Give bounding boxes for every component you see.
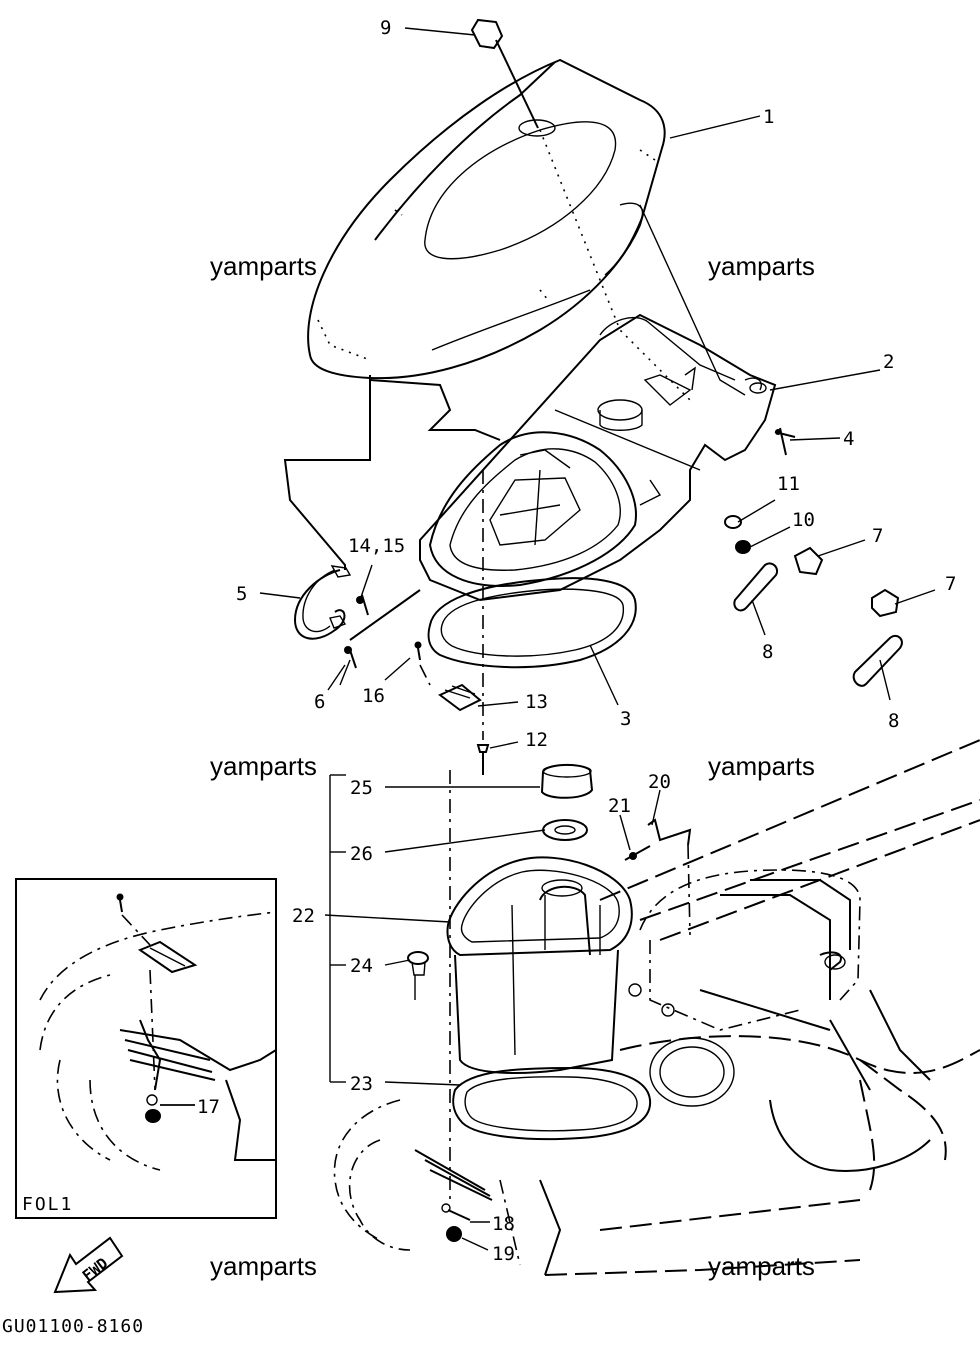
clip-part-13 (438, 683, 482, 712)
pad-part-8b (852, 634, 903, 687)
drawing-code: GU01100-8160 (2, 1316, 144, 1337)
watermark: yamparts (210, 1251, 317, 1281)
leader-lines (160, 27, 936, 1251)
callout-23: 23 (350, 1073, 373, 1095)
hull-outline (333, 739, 980, 1276)
callout-8: 8 (888, 710, 899, 732)
storage-box-part-22 (446, 856, 633, 1074)
inset-detail-box (15, 878, 277, 1219)
callout-7: 7 (945, 573, 956, 595)
screw-part-16 (414, 641, 431, 686)
washer-part-26 (542, 819, 588, 841)
bracket-part (293, 565, 352, 640)
callout-2: 2 (883, 351, 894, 373)
watermark: yamparts (210, 751, 317, 781)
nut-part-19 (446, 1226, 462, 1242)
screw-part-14-15 (356, 564, 373, 616)
pad-part-8 (733, 562, 778, 612)
cap-part-9 (470, 18, 539, 129)
callout-19: 19 (492, 1243, 515, 1265)
watermark: yamparts (210, 251, 317, 281)
cap-part-25 (540, 764, 594, 799)
callout-1: 1 (763, 106, 774, 128)
air-duct-part (428, 431, 637, 587)
bracket-part-20-21 (624, 818, 692, 936)
grommet-part-4 (774, 427, 796, 456)
callout-3: 3 (620, 708, 631, 730)
seal-gasket-part (427, 577, 637, 669)
hood-cover-part (307, 58, 746, 401)
forward-arrow-icon (53, 1236, 124, 1294)
callout-13: 13 (525, 691, 548, 713)
section-link-line (349, 589, 421, 641)
bolt-part-18 (441, 1203, 471, 1221)
inset-label: FOL1 (22, 1194, 73, 1215)
bolt-part-10 (735, 540, 751, 554)
callout-7: 7 (872, 525, 883, 547)
section-link-line (369, 379, 501, 441)
watermark: yamparts (708, 251, 815, 281)
callout-26: 26 (350, 843, 373, 865)
screw-part-6 (339, 646, 357, 686)
watermark: yamparts (708, 751, 815, 781)
callout-10: 10 (792, 509, 815, 531)
callout-6: 6 (314, 691, 325, 713)
nut-part-11 (724, 515, 742, 529)
rivet-part-12 (476, 744, 490, 775)
callout-5: 5 (236, 583, 247, 605)
callout-labels: 9 1 2 4 11 10 7 7 8 8 14,15 5 6 16 13 3 … (197, 17, 956, 1265)
gasket-part-23 (452, 1066, 652, 1141)
callout-25: 25 (350, 777, 373, 799)
cap-part-7 (793, 546, 824, 576)
callout-11: 11 (777, 473, 800, 495)
callout-9: 9 (380, 17, 391, 39)
watermarks: yamparts yamparts yamparts yamparts yamp… (210, 251, 815, 1281)
watermark: yamparts (708, 1251, 815, 1281)
callout-18: 18 (492, 1213, 515, 1235)
callout-16: 16 (362, 685, 385, 707)
callout-22: 22 (292, 905, 315, 927)
callout-20: 20 (648, 771, 671, 793)
callout-24: 24 (350, 955, 373, 977)
callout-14-15: 14,15 (348, 535, 405, 557)
cap-part-7b (871, 588, 900, 618)
callout-12: 12 (525, 729, 548, 751)
callout-17: 17 (197, 1096, 220, 1118)
callout-8: 8 (762, 641, 773, 663)
callout-21: 21 (608, 795, 631, 817)
section-link-line (283, 375, 371, 570)
callout-4: 4 (843, 428, 854, 450)
sub-cover-part (419, 313, 777, 602)
grommet-part-24 (407, 951, 429, 1000)
